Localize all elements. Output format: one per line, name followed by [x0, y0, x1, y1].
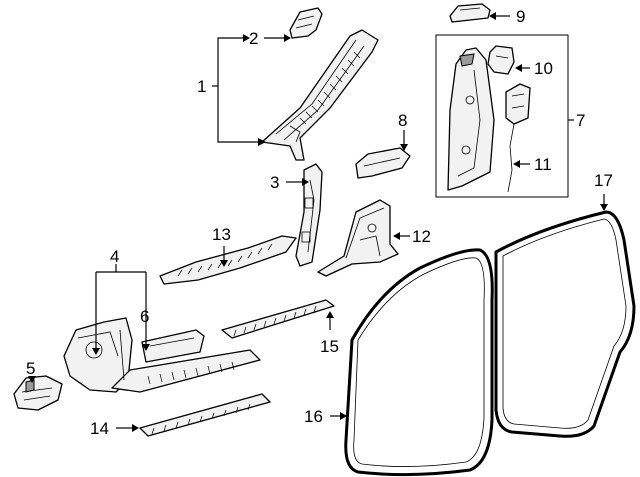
callout-2: 2 — [249, 29, 258, 48]
callout-13: 13 — [212, 225, 231, 244]
part-8-bracket — [355, 147, 411, 179]
part-4-front-lower-trim — [63, 317, 261, 393]
callout-17: 17 — [594, 171, 613, 190]
callout-12: 12 — [412, 227, 431, 246]
callout-15: 15 — [320, 337, 339, 356]
part-14-sill-strip — [139, 393, 271, 437]
part-17-rear-door-weatherstrip — [494, 210, 636, 438]
part-1-a-pillar-trim — [261, 29, 379, 161]
callout-9: 9 — [516, 7, 525, 26]
part-12-b-pillar-lower-trim — [317, 199, 399, 277]
part-16-front-door-weatherstrip — [344, 248, 494, 477]
callout-labels: 1 2 3 4 5 6 7 8 9 10 11 12 13 14 15 16 1… — [26, 7, 613, 438]
callout-16: 16 — [304, 407, 323, 426]
callout-1: 1 — [197, 77, 206, 96]
callout-4: 4 — [110, 247, 119, 266]
callout-7: 7 — [576, 111, 585, 130]
callout-14: 14 — [90, 419, 109, 438]
callout-11: 11 — [534, 155, 552, 174]
callout-3: 3 — [270, 173, 279, 192]
part-9-clip — [449, 3, 491, 23]
part-6-panel — [141, 329, 205, 363]
callout-8: 8 — [398, 111, 407, 130]
part-7-assembly-box — [435, 34, 569, 198]
part-15-rocker-strip — [221, 299, 335, 339]
callout-6: 6 — [140, 307, 149, 326]
part-3-b-pillar-strip — [295, 163, 323, 267]
part-2-clip — [289, 7, 323, 39]
leader-lines — [28, 12, 608, 432]
callout-5: 5 — [26, 359, 35, 378]
callout-10: 10 — [534, 59, 553, 78]
part-5-bracket — [13, 375, 63, 411]
